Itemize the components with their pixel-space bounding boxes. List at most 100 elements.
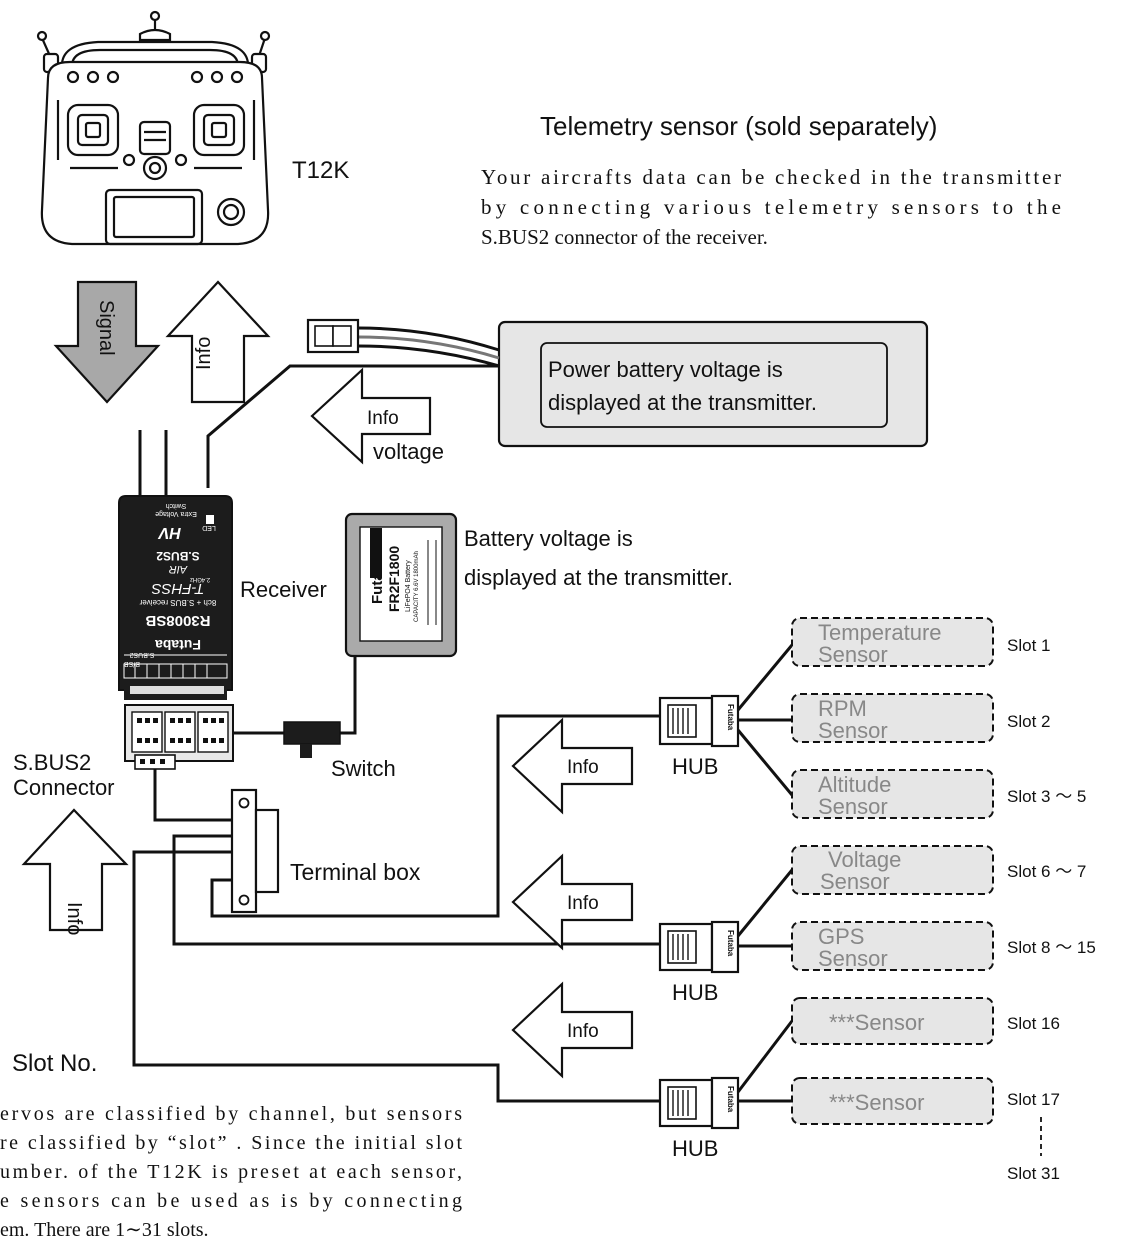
telemetry-description-line-2: by connecting various telemetry sensors … bbox=[481, 195, 1061, 219]
rx-battery-case-text-4: CAPACITY 6.6V 1800mAh bbox=[414, 551, 420, 622]
slot-no-line-3: umber. of the T12K is preset at each sen… bbox=[0, 1161, 462, 1183]
receiver-case-text-8: LED bbox=[202, 524, 216, 531]
rx-battery-case-text-3: LiFePO4 Battery bbox=[405, 560, 412, 612]
info-arrow-connector-label: Info bbox=[63, 902, 85, 935]
sensor-rpm-line-1: RPM bbox=[818, 696, 867, 721]
hub-3-label: HUB bbox=[672, 1136, 718, 1161]
telemetry-description-line-1: Your aircrafts data can be checked in th… bbox=[481, 165, 1061, 189]
hub-2-label: HUB bbox=[672, 980, 718, 1005]
telemetry-title: Telemetry sensor (sold separately) bbox=[540, 111, 937, 141]
sensor-voltage-line-2: Sensor bbox=[820, 869, 890, 894]
receiver-case-text-6: S.BUS2 bbox=[156, 549, 200, 563]
sensor-gps-line-1: GPS bbox=[818, 924, 864, 949]
sensor-generic-2-line-1: ***Sensor bbox=[829, 1090, 924, 1115]
sensor-gps: GPS Sensor bbox=[791, 921, 994, 971]
info-arrow-voltage-label: Info bbox=[367, 408, 399, 429]
voltage-label: voltage bbox=[373, 439, 444, 464]
sensor-generic-1-slot: Slot 16 bbox=[1007, 1014, 1060, 1033]
sensor-voltage: Voltage Sensor bbox=[791, 845, 994, 895]
rx-battery-case-text-2: FR2F1800 bbox=[386, 546, 402, 612]
sensor-temperature: Temperature Sensor bbox=[791, 617, 994, 667]
receiver-case-text-4: T-FHSS bbox=[152, 580, 205, 597]
switch-image bbox=[283, 721, 341, 758]
info-arrow-hub-1: Info bbox=[511, 717, 634, 815]
slot-no-line-1: ervos are classified by channel, but sen… bbox=[0, 1103, 462, 1125]
info-arrow-hub-2: Info bbox=[511, 853, 634, 951]
hub-1-label: HUB bbox=[672, 754, 718, 779]
receiver-case-text-11: 2.4GHz bbox=[190, 576, 210, 582]
hub-3-brand: Futaba bbox=[726, 1086, 735, 1113]
power-battery-connector bbox=[306, 318, 500, 368]
sensor-altitude-line-2: Sensor bbox=[818, 794, 888, 819]
receiver-case-text-7: HV bbox=[158, 524, 182, 541]
info-arrow-voltage: Info bbox=[310, 367, 432, 465]
slot-no-line-4: e sensors can be used as is by connectin… bbox=[0, 1190, 462, 1212]
sensor-gps-line-2: Sensor bbox=[818, 946, 888, 971]
slot-no-line-5: em. There are 1∼31 slots. bbox=[0, 1219, 209, 1241]
transmitter-label: T12K bbox=[292, 157, 349, 184]
receiver-case-text-5: AIR bbox=[169, 563, 188, 575]
sensor-wiring bbox=[736, 644, 794, 1103]
transmitter-image bbox=[36, 10, 271, 246]
sensor-voltage-slot: Slot 6 ～ 7 bbox=[1007, 862, 1086, 881]
sensor-rpm-line-2: Sensor bbox=[818, 718, 888, 743]
hub-2: Futaba bbox=[658, 920, 740, 974]
receiver-case-text-3: 8ch + S.BUS receiver bbox=[139, 598, 216, 607]
receiver-image: Futaba R3008SB 8ch + S.BUS receiver T-FH… bbox=[118, 430, 233, 700]
receiver-case-text-2: R3008SB bbox=[145, 612, 210, 629]
bus-wiring bbox=[132, 714, 660, 1103]
sensor-altitude-line-1: Altitude bbox=[818, 772, 891, 797]
sensor-generic-1: ***Sensor bbox=[791, 997, 994, 1045]
sensor-temperature-slot: Slot 1 bbox=[1007, 636, 1050, 655]
terminal-box-label: Terminal box bbox=[290, 859, 421, 885]
info-arrow-hub-3: Info bbox=[511, 981, 634, 1079]
sensor-altitude-slot: Slot 3 ～ 5 bbox=[1007, 787, 1086, 806]
receiver-label: Receiver bbox=[240, 577, 327, 602]
receiver-case-text-12: S.BUS2 bbox=[129, 651, 154, 658]
sensor-altitude: Altitude Sensor bbox=[791, 769, 994, 819]
sensor-temperature-line-1: Temperature bbox=[818, 620, 942, 645]
rx-battery-image: Futaba FR2F1800 LiFePO4 Battery CAPACITY… bbox=[344, 512, 458, 658]
sensor-voltage-line-1: Voltage bbox=[828, 847, 901, 872]
sensor-generic-2: ***Sensor bbox=[791, 1077, 994, 1125]
receiver-case-text-10: Switch bbox=[166, 502, 187, 509]
switch-wire bbox=[233, 656, 357, 735]
info-arrow-connector: Info bbox=[21, 808, 129, 935]
power-lead-wire bbox=[206, 364, 499, 488]
sbus2-connector-label-line-1: S.BUS2 bbox=[13, 750, 91, 775]
sensor-gps-slot: Slot 8 ～ 15 bbox=[1007, 938, 1096, 957]
slot-no-line-2: re classified by “slot” . Since the init… bbox=[0, 1132, 462, 1154]
signal-arrow: Signal bbox=[53, 280, 161, 404]
hub-3: Futaba bbox=[658, 1076, 740, 1130]
info-arrow-hub-1-label: Info bbox=[567, 757, 599, 778]
telemetry-description-line-3: S.BUS2 connector of the receiver. bbox=[481, 225, 768, 249]
rx-battery-text-line-2: displayed at the transmitter. bbox=[464, 565, 733, 590]
info-arrow-up-label: Info bbox=[193, 337, 215, 370]
hub-1: Futaba bbox=[658, 694, 740, 748]
info-arrow-hub-2-label: Info bbox=[567, 893, 599, 914]
sensor-rpm-slot: Slot 2 bbox=[1007, 712, 1050, 731]
power-battery-text-line-2: displayed at the transmitter. bbox=[548, 390, 817, 415]
hub-1-brand: Futaba bbox=[726, 704, 735, 731]
signal-arrow-label: Signal bbox=[95, 300, 117, 356]
sensor-generic-1-line-1: ***Sensor bbox=[829, 1010, 924, 1035]
power-battery: Power battery voltage is displayed at th… bbox=[497, 320, 929, 448]
terminal-box bbox=[230, 788, 280, 914]
slot-no-title: Slot No. bbox=[12, 1050, 97, 1077]
hub-2-brand: Futaba bbox=[726, 930, 735, 957]
slot-range-end: Slot 31 bbox=[1007, 1164, 1060, 1183]
sensor-generic-2-slot: Slot 17 bbox=[1007, 1090, 1060, 1109]
info-arrow-hub-3-label: Info bbox=[567, 1021, 599, 1042]
receiver-case-text-9: Extra Voltage bbox=[155, 510, 197, 517]
sbus2-connector-label-line-2: Connector bbox=[13, 775, 115, 800]
switch-label: Switch bbox=[331, 756, 396, 781]
sbus2-connector-block bbox=[124, 704, 234, 770]
power-battery-text-line-1: Power battery voltage is bbox=[548, 357, 783, 382]
sensor-temperature-line-2: Sensor bbox=[818, 642, 888, 667]
sensor-rpm: RPM Sensor bbox=[791, 693, 994, 743]
receiver-case-text-1: Futaba bbox=[155, 637, 201, 653]
info-arrow-up: Info bbox=[165, 280, 271, 404]
rx-battery-text-line-1: Battery voltage is bbox=[464, 526, 633, 551]
